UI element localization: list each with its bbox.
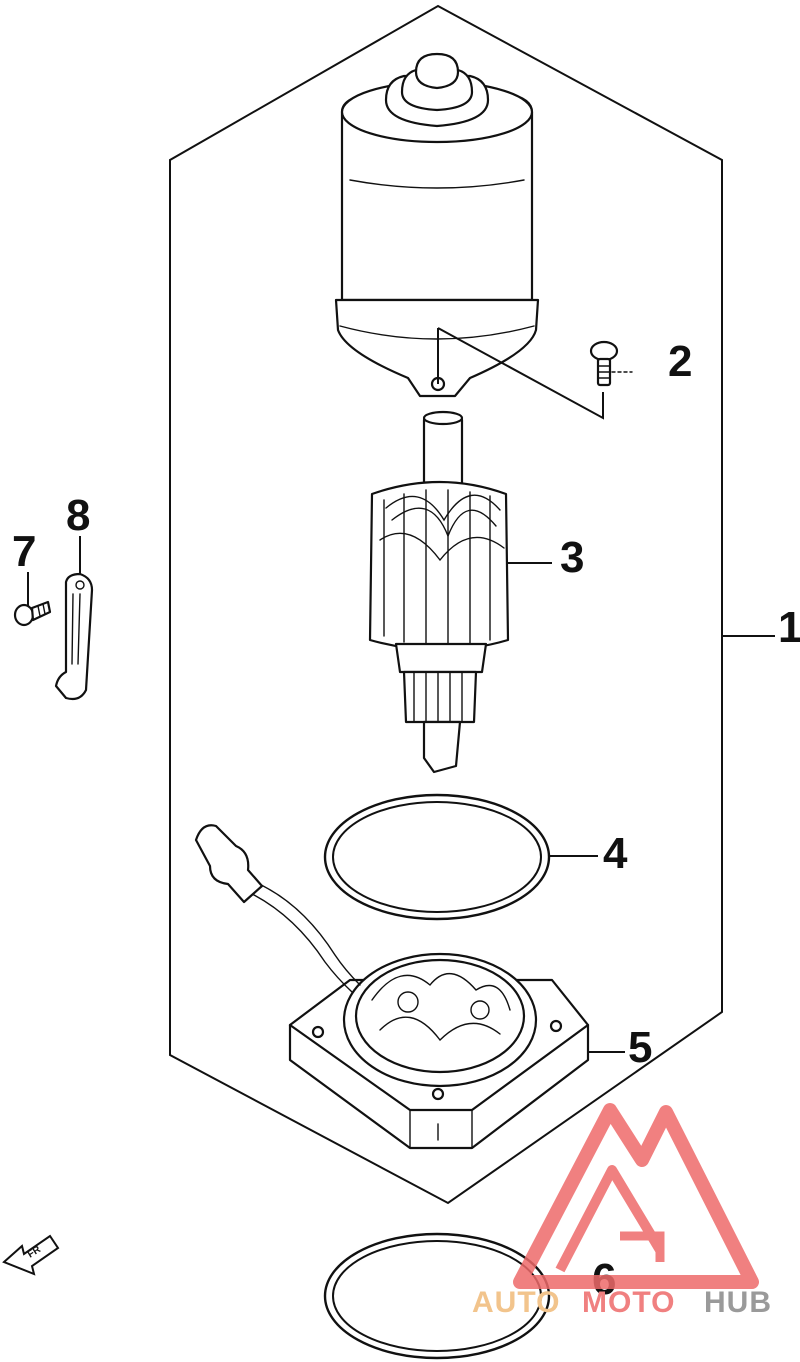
armature — [368, 410, 510, 774]
motor-housing — [334, 52, 540, 398]
callout-4: 4 — [603, 829, 628, 878]
callout-3: 3 — [560, 533, 584, 582]
callout-7: 7 — [12, 527, 36, 576]
front-direction-arrow-icon: FR — [2, 1234, 60, 1276]
bracket-screw — [13, 600, 52, 627]
bracket — [54, 572, 94, 701]
callout-1: 1 — [778, 603, 800, 652]
watermark-part-1: AUTO — [472, 1286, 560, 1319]
automotohub-logo-icon — [513, 1103, 759, 1289]
o-ring-lower — [323, 1232, 551, 1360]
callout-2: 2 — [668, 337, 692, 386]
watermark-part-3: HUB — [704, 1286, 772, 1319]
watermark-text: AUTO MOTO HUB — [472, 1286, 772, 1319]
callout-8: 8 — [66, 491, 90, 540]
o-ring-upper — [323, 793, 551, 921]
assembly-outline — [169, 4, 723, 1205]
leader-housing-screw — [437, 327, 604, 420]
callout-5: 5 — [628, 1023, 652, 1072]
housing-screw — [589, 340, 633, 387]
end-cover — [194, 824, 590, 1150]
watermark-part-2: MOTO — [582, 1286, 675, 1319]
